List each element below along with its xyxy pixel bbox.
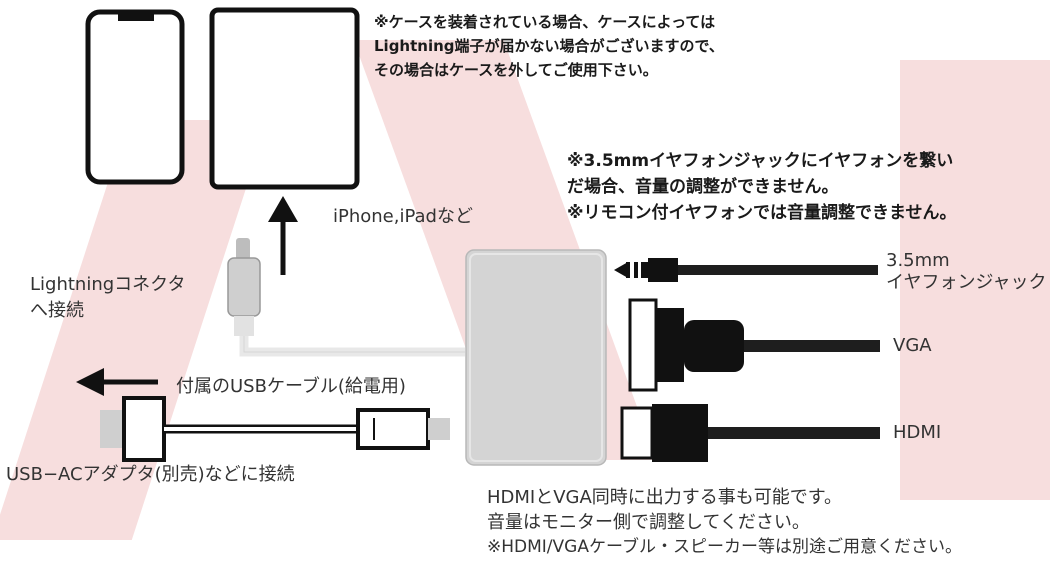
hdmi-body <box>652 404 708 462</box>
note-line: ※3.5mmイヤフォンジャックにイヤフォンを繋い <box>567 151 954 171</box>
audio-jack-label: 3.5mm イヤフォンジャック <box>886 250 1047 294</box>
usb-cable-label: 付属のUSBケーブル(給電用) <box>176 376 406 397</box>
vga-bracket <box>628 298 658 392</box>
devices-label: iPhone,iPadなど <box>333 206 473 227</box>
note-line: 音量はモニター側で調整してください。 <box>487 512 810 533</box>
vga-label: VGA <box>893 335 932 356</box>
vga-plug <box>656 308 684 382</box>
audio-jack-body <box>648 258 678 282</box>
note-line: ※ケースを装着されている場合、ケースによっては <box>374 13 716 31</box>
background-decoration <box>900 60 1050 500</box>
hdmi-plug <box>620 406 654 460</box>
label-line: 3.5mm <box>886 250 950 271</box>
left-arrow-head <box>76 368 104 396</box>
case-warning-note: ※ケースを装着されている場合、ケースによっては Lightning端子が届かない… <box>374 10 724 82</box>
up-arrow-head <box>268 196 298 222</box>
lightning-pin <box>236 238 250 260</box>
lightning-label: Lightningコネクタ へ接続 <box>30 272 185 324</box>
audio-jack-tip <box>614 262 628 278</box>
label-line: イヤフォンジャック <box>886 272 1047 293</box>
usb-c-plug <box>356 408 430 450</box>
lightning-boot <box>234 316 254 336</box>
note-line: ※HDMI/VGAケーブル・スピーカー等は別途ご用意ください。 <box>487 537 962 557</box>
output-info-note: HDMIとVGA同時に出力する事も可能です。 音量はモニター側で調整してください… <box>487 485 962 560</box>
audio-jack-shaft <box>626 262 648 278</box>
usb-adapter-label: USB−ACアダプタ(別売)などに接続 <box>6 464 295 485</box>
usb-c-tip <box>428 418 450 440</box>
usb-a-plug <box>122 396 166 462</box>
vga-body <box>684 320 744 372</box>
hdmi-label: HDMI <box>893 422 942 443</box>
label-line: へ接続 <box>30 300 84 321</box>
note-line: ※リモコン付イヤフォンでは音量調整できません。 <box>567 203 957 223</box>
iphone-notch <box>118 12 154 21</box>
note-line: その場合はケースを外してご使用下さい。 <box>374 61 658 79</box>
earphone-warning-note: ※3.5mmイヤフォンジャックにイヤフォンを繋い だ場合、音量の調整ができません… <box>567 148 957 226</box>
lightning-connector <box>227 257 261 317</box>
usb-a-metal <box>100 410 124 448</box>
lightning-cable <box>239 336 465 357</box>
label-line: Lightningコネクタ <box>30 274 186 295</box>
iphone-outline <box>85 9 185 185</box>
note-line: Lightning端子が届かない場合がございますので、 <box>374 37 724 55</box>
note-line: HDMIとVGA同時に出力する事も可能です。 <box>487 487 843 508</box>
adapter-hub <box>465 249 607 466</box>
ipad-outline <box>209 7 360 190</box>
note-line: だ場合、音量の調整ができません。 <box>567 177 839 197</box>
